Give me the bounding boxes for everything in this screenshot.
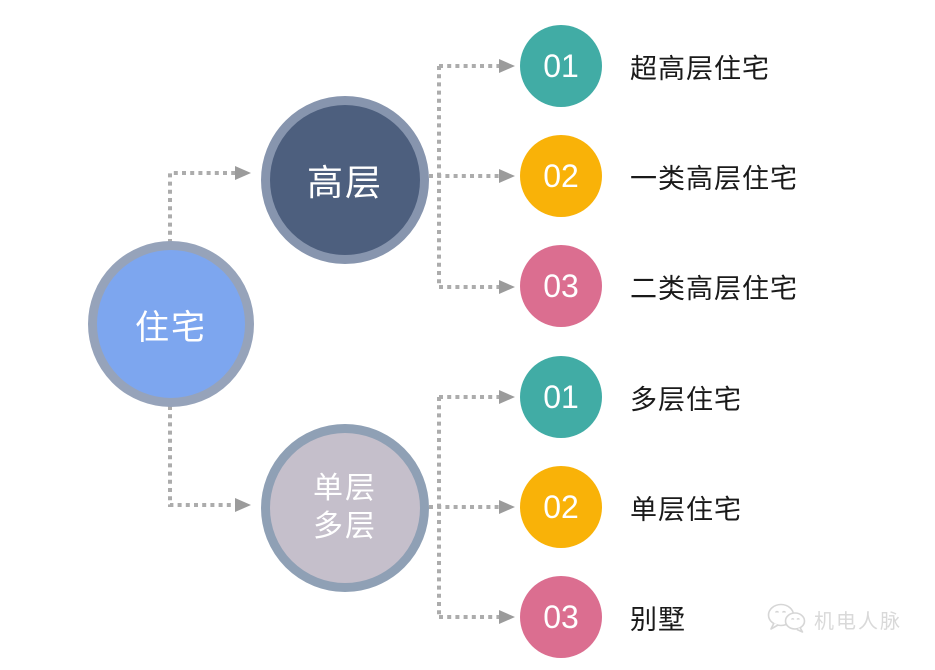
item-label: 超高层住宅 bbox=[630, 53, 770, 84]
list-item: 03 别墅 bbox=[520, 576, 686, 658]
item-number-badge: 02 bbox=[520, 466, 602, 548]
item-label: 二类高层住宅 bbox=[630, 273, 798, 304]
connector-root-to-lowrise bbox=[168, 406, 251, 512]
list-item: 03 二类高层住宅 bbox=[520, 245, 798, 327]
list-item: 02 单层住宅 bbox=[520, 466, 742, 548]
node-highrise: 高层 bbox=[261, 96, 429, 264]
list-item: 01 超高层住宅 bbox=[520, 25, 770, 107]
item-label: 一类高层住宅 bbox=[630, 163, 798, 194]
item-number-badge: 03 bbox=[520, 576, 602, 658]
node-root-label: 住宅 bbox=[135, 308, 207, 347]
item-number-badge: 03 bbox=[520, 245, 602, 327]
watermark-text: 机电人脉 bbox=[814, 610, 902, 633]
connector-root-to-highrise bbox=[168, 166, 251, 243]
item-label: 单层住宅 bbox=[630, 494, 742, 525]
item-number-badge: 02 bbox=[520, 135, 602, 217]
node-root: 住宅 bbox=[88, 241, 254, 407]
wechat-logo-icon bbox=[767, 603, 806, 633]
node-lowrise-label-line1: 单层 bbox=[313, 471, 377, 505]
node-lowrise-label-line2: 多层 bbox=[313, 510, 377, 543]
list-item: 01 多层住宅 bbox=[520, 356, 742, 438]
item-number-badge: 01 bbox=[520, 25, 602, 107]
node-highrise-label: 高层 bbox=[306, 162, 383, 203]
list-item: 02 一类高层住宅 bbox=[520, 135, 798, 217]
item-label: 别墅 bbox=[630, 604, 686, 635]
node-lowrise: 单层 多层 bbox=[261, 424, 429, 592]
watermark: 机电人脉 bbox=[766, 602, 902, 636]
item-label: 多层住宅 bbox=[630, 384, 742, 415]
item-number-badge: 01 bbox=[520, 356, 602, 438]
